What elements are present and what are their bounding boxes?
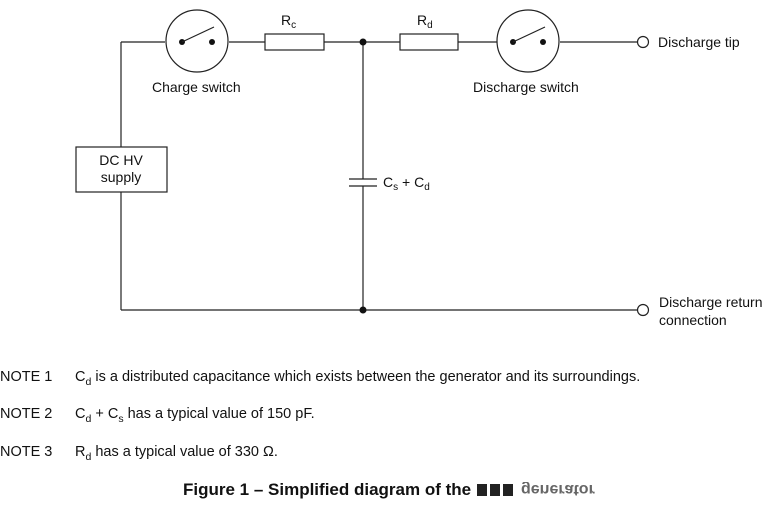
note-1-text: is a distributed capacitance which exist… xyxy=(91,369,641,385)
note-1-subscript: d xyxy=(85,375,92,388)
note-2-symbol-1: C xyxy=(75,406,86,422)
rd-label: Rd xyxy=(417,12,433,31)
note-3: NOTE 3 Rd has a typical value of 330 Ω. xyxy=(0,444,278,463)
resistor-rd xyxy=(399,33,459,51)
discharge-tip-label: Discharge tip xyxy=(658,34,740,50)
charge-switch xyxy=(165,9,229,73)
supply-label-line2: supply xyxy=(101,169,141,185)
capacitor-label: Cs + Cd xyxy=(383,174,430,193)
circuit-diagram: Rc Rd Charge switch Discharge switch Dis… xyxy=(75,9,763,328)
dc-hv-supply xyxy=(75,146,168,193)
rc-label: Rc xyxy=(281,12,296,31)
svg-text:generator: generator xyxy=(521,482,595,498)
note-2-subscript-1: d xyxy=(85,412,92,425)
note-2-number: NOTE 2 xyxy=(0,406,53,422)
caption-text: Figure 1 – Simplified diagram of the xyxy=(183,480,472,499)
note-1-number: NOTE 1 xyxy=(0,369,53,385)
note-3-subscript: d xyxy=(85,450,92,463)
note-2-symbol-2: + C xyxy=(91,406,119,422)
note-2-text: has a typical value of 150 pF. xyxy=(123,406,315,422)
obscured-word-image: generator xyxy=(521,482,595,498)
junction-bottom xyxy=(359,306,367,314)
discharge-tip-terminal xyxy=(636,35,650,49)
discharge-return-terminal xyxy=(636,303,650,317)
note-3-number: NOTE 3 xyxy=(0,444,53,460)
note-1-symbol: C xyxy=(75,369,86,385)
junction-top xyxy=(359,38,367,46)
note-3-symbol: R xyxy=(75,444,86,460)
charge-switch-label: Charge switch xyxy=(152,79,241,95)
discharge-return-label-line2: connection xyxy=(659,312,727,328)
supply-label-line1: DC HV xyxy=(99,152,143,168)
discharge-switch-label: Discharge switch xyxy=(473,79,579,95)
note-1: NOTE 1 Cd is a distributed capacitance wh… xyxy=(0,369,640,388)
resistor-rc xyxy=(264,33,325,51)
discharge-switch xyxy=(496,9,560,73)
redaction-blocks-icon xyxy=(476,484,513,496)
discharge-return-label-line1: Discharge return xyxy=(659,294,763,310)
note-2-subscript-2: s xyxy=(118,412,124,425)
note-3-text: has a typical value of 330 Ω. xyxy=(91,444,278,460)
note-2: NOTE 2 Cd + Cs has a typical value of 150… xyxy=(0,406,315,425)
